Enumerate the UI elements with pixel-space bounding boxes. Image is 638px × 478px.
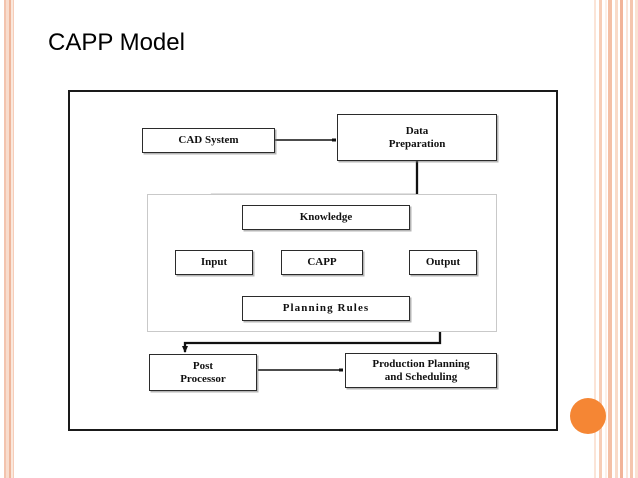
- orange-bullet-circle: [570, 398, 606, 434]
- node-input: Input: [175, 250, 253, 275]
- decorative-stripe: [13, 0, 14, 478]
- diagram-canvas: CAD System Data Preparation Knowledge In…: [70, 92, 560, 433]
- left-stripe-band: [0, 0, 14, 478]
- decorative-stripe: [11, 0, 13, 478]
- capp-model-diagram: CAD System Data Preparation Knowledge In…: [68, 90, 558, 431]
- decorative-stripe: [608, 0, 612, 478]
- decorative-stripe: [626, 0, 628, 478]
- decorative-stripe: [605, 0, 607, 478]
- page-title: CAPP Model: [48, 29, 185, 56]
- node-data-preparation: Data Preparation: [337, 114, 497, 161]
- decorative-stripe: [599, 0, 602, 478]
- decorative-stripe: [635, 0, 638, 478]
- decorative-stripe: [4, 0, 6, 478]
- decorative-stripe: [630, 0, 633, 478]
- node-output: Output: [409, 250, 477, 275]
- decorative-stripe: [594, 0, 596, 478]
- decorative-stripe: [615, 0, 618, 478]
- node-planning-rules: Planning Rules: [242, 296, 410, 321]
- node-post-processor: Post Processor: [149, 354, 257, 391]
- decorative-stripe: [6, 0, 9, 478]
- right-stripe-band: [594, 0, 638, 478]
- node-capp: CAPP: [281, 250, 363, 275]
- node-knowledge: Knowledge: [242, 205, 410, 230]
- decorative-stripe: [9, 0, 11, 478]
- node-production-planning: Production Planning and Scheduling: [345, 353, 497, 388]
- node-cad-system: CAD System: [142, 128, 275, 153]
- decorative-stripe: [620, 0, 623, 478]
